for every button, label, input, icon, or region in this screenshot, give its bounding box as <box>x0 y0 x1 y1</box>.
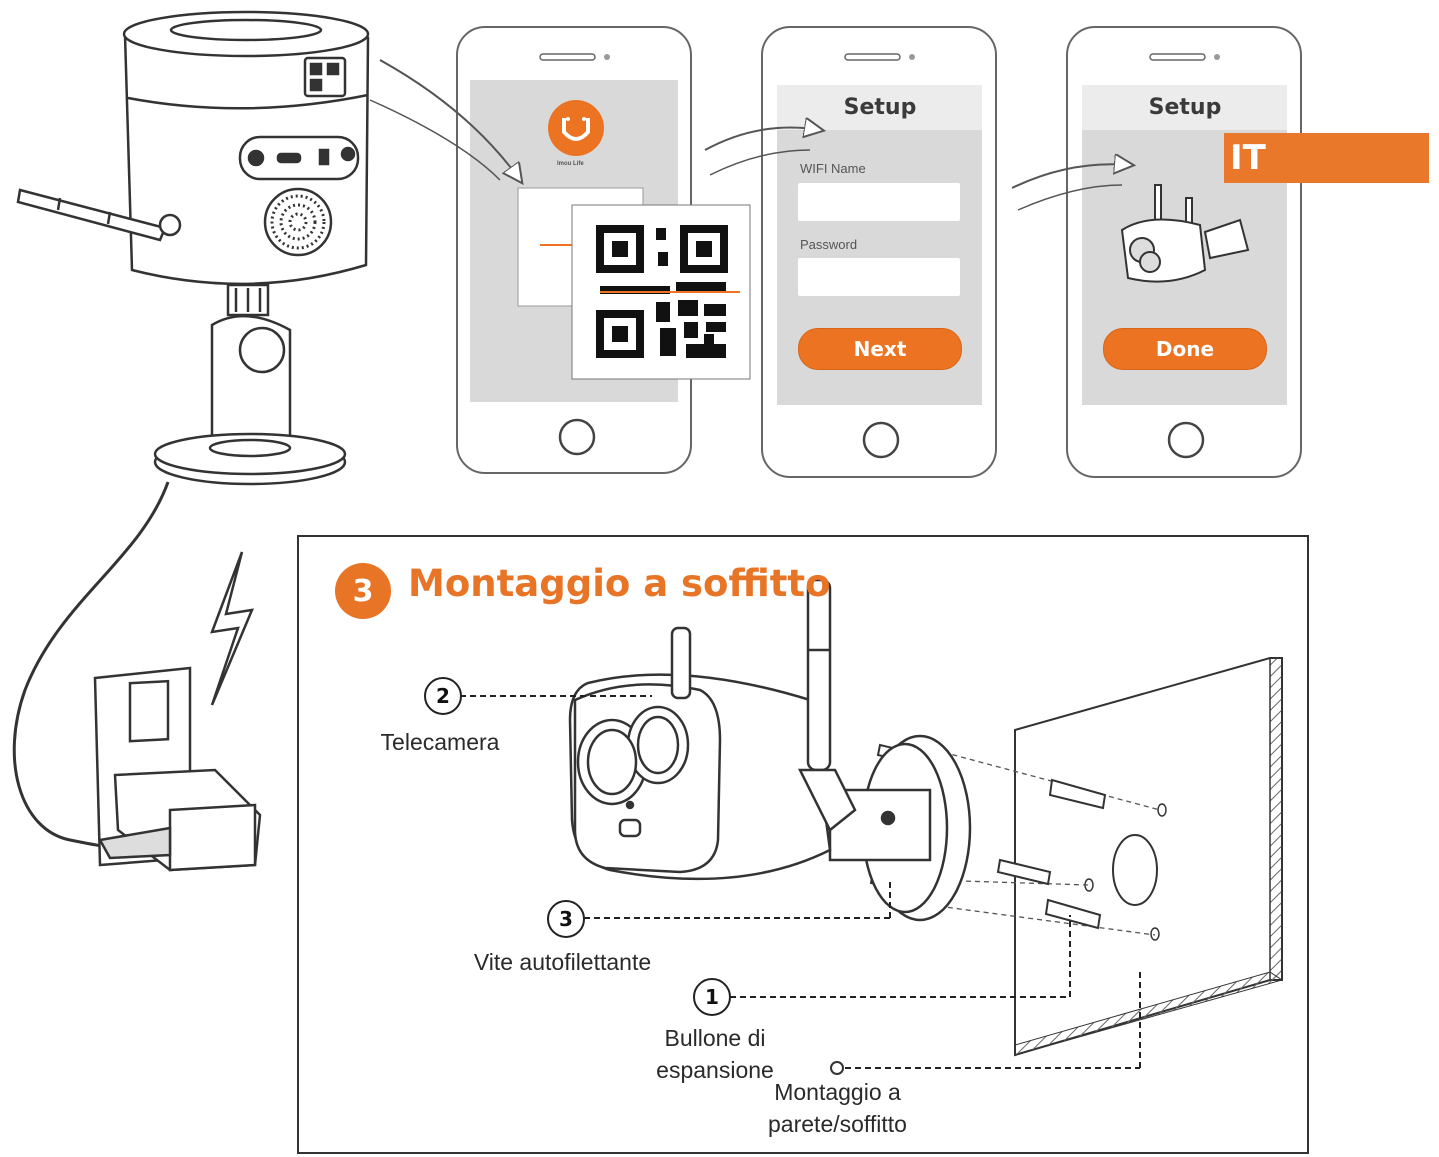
callout-label-camera: Telecamera <box>380 729 500 755</box>
power-cable <box>12 481 170 850</box>
wall-icon <box>1014 657 1284 1057</box>
section-number: 3 <box>335 563 391 619</box>
callout-label-wall-line1: Montaggio a <box>774 1079 901 1105</box>
callout-label-wall-ceiling: Montaggio a parete/soffitto <box>745 1076 930 1140</box>
section-title: Montaggio a soffitto <box>408 562 831 605</box>
setup-title: Setup <box>843 95 917 120</box>
power-adapter-icon <box>93 666 262 872</box>
mounting-panel <box>297 535 1309 1154</box>
language-badge: IT <box>1224 133 1429 183</box>
imou-logo-icon <box>548 100 604 156</box>
qr-code-icon <box>571 204 751 380</box>
wifi-name-label: WIFI Name <box>800 161 866 176</box>
callout-label-anchor-line1: Bullone di <box>664 1025 766 1051</box>
camera-illustration <box>16 10 370 486</box>
callout-number-camera: 2 <box>424 677 462 715</box>
done-button[interactable]: Done <box>1103 328 1267 370</box>
password-input[interactable] <box>798 258 960 296</box>
setup-title-done: Setup <box>1148 95 1222 120</box>
mounted-camera-illustration <box>568 578 857 881</box>
app-logo-caption: Imou Life <box>557 161 584 167</box>
callout-number-screw: 3 <box>547 900 585 938</box>
callout-label-anchor-line2: espansione <box>656 1057 774 1083</box>
callout-leaders <box>460 695 1141 1069</box>
password-label: Password <box>800 237 858 252</box>
callout-label-anchor: Bullone di espansione <box>630 1022 800 1086</box>
next-button[interactable]: Next <box>798 328 962 370</box>
callout-number-anchor: 1 <box>693 978 731 1016</box>
wifi-name-input[interactable] <box>798 183 960 221</box>
callout-label-wall-line2: parete/soffitto <box>768 1111 907 1137</box>
home-button-icon <box>558 418 596 456</box>
callout-label-screw: Vite autofilettante <box>473 949 652 975</box>
lightning-icon <box>210 551 255 706</box>
